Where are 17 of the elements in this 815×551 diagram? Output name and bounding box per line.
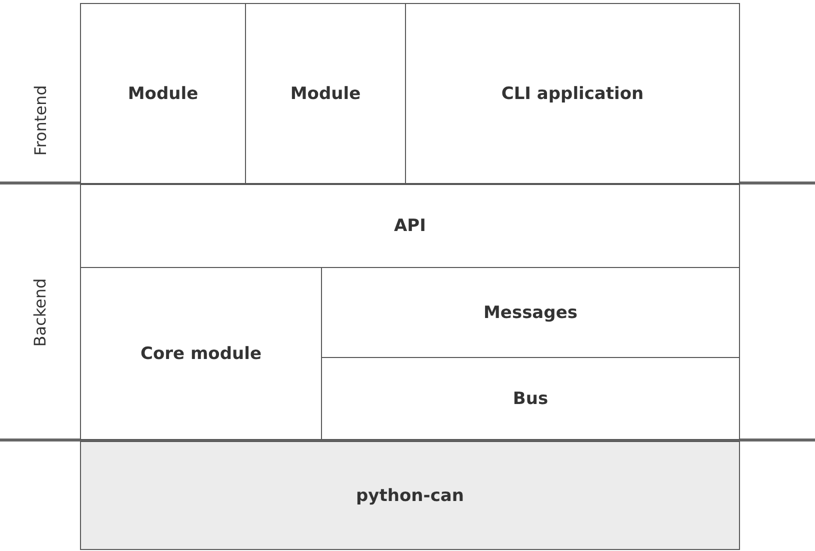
module-box — [405, 3, 740, 184]
node-label: Module — [290, 84, 361, 104]
node-label: CLI application — [501, 84, 644, 104]
layer-label: Backend — [30, 278, 50, 346]
module-box — [80, 267, 322, 440]
module-box — [80, 3, 246, 184]
node-label: python-can — [356, 486, 464, 506]
module-box — [245, 3, 406, 184]
module-box — [321, 357, 740, 440]
node-label: API — [394, 216, 426, 236]
library-box — [80, 441, 740, 550]
node-label: Messages — [484, 302, 578, 322]
node-label: Module — [128, 84, 198, 104]
node-label: Bus — [512, 388, 548, 408]
node-label: Core module — [140, 344, 262, 364]
layer-label: Frontend — [30, 84, 50, 156]
layer-box — [80, 184, 740, 268]
